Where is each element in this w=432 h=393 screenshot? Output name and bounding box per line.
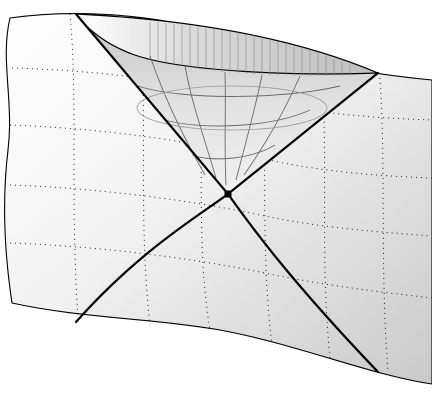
event-point xyxy=(225,191,232,198)
